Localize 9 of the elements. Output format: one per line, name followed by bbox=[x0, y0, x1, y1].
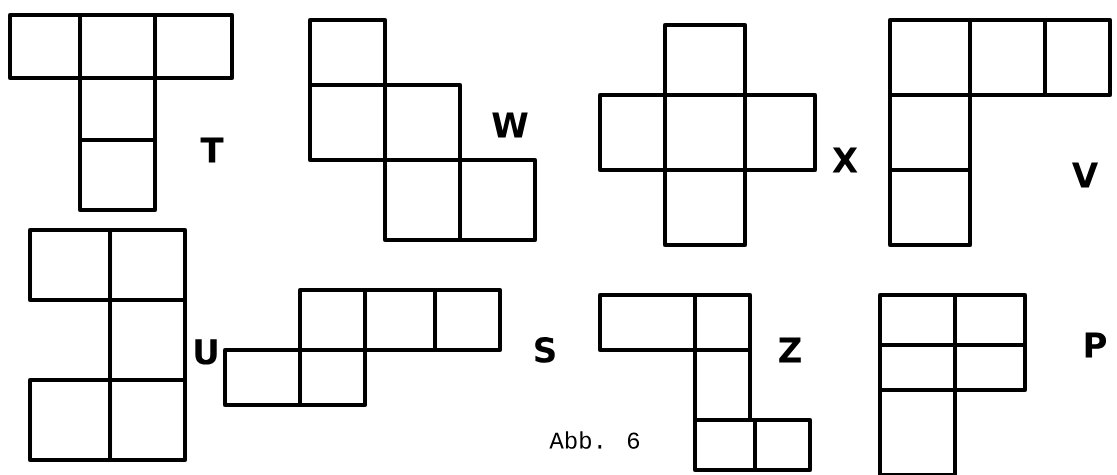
piece-letter: P bbox=[1085, 332, 1107, 358]
piece-letter: U bbox=[195, 339, 217, 365]
caption: Abb. 6 bbox=[549, 431, 640, 449]
piece-letter: T bbox=[200, 137, 224, 163]
piece-letter: W bbox=[492, 112, 528, 138]
piece-letter: S bbox=[535, 337, 555, 363]
piece-letter: V bbox=[1072, 162, 1098, 188]
piece-letter: X bbox=[832, 147, 858, 173]
piece-letter: Z bbox=[779, 337, 801, 363]
